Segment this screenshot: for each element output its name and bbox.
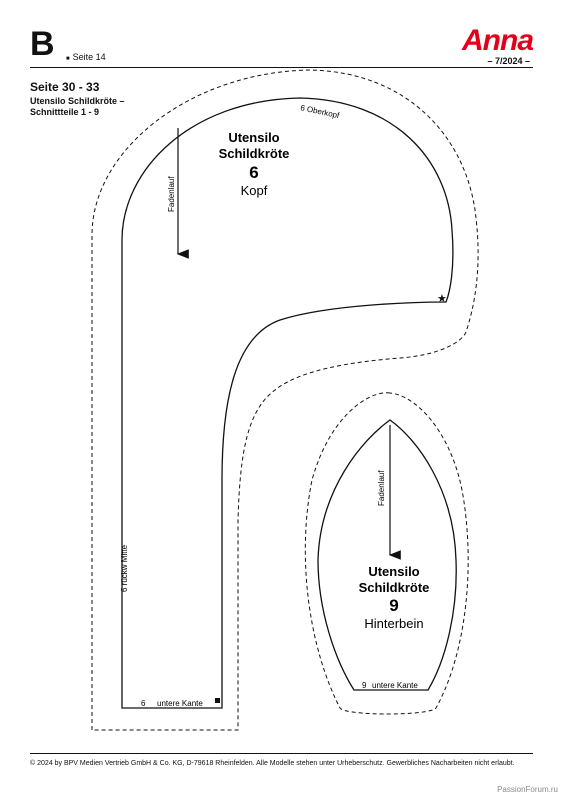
piece9-seam-allowance xyxy=(304,392,469,715)
header-divider xyxy=(30,67,533,68)
piece9-bottom-edge-number: 9 xyxy=(362,681,367,690)
piece6-grain-label: Fadenlauf xyxy=(167,176,176,212)
watermark: PassionForum.ru xyxy=(497,785,558,794)
bullet-icon: ■ xyxy=(66,56,70,62)
piece9-outline xyxy=(317,419,457,691)
footer-divider xyxy=(30,753,533,754)
subtitle-line-1: Utensilo Schildkröte – xyxy=(30,96,125,106)
piece9-bottom-edge-text: untere Kante xyxy=(372,681,418,690)
copyright-notice: © 2024 by BPV Medien Vertrieb GmbH & Co.… xyxy=(30,760,515,767)
corner-square-marker xyxy=(215,698,220,703)
piece6-outline xyxy=(121,97,454,709)
anna-logo: Anna xyxy=(462,24,534,57)
piece9-name-line-2: Schildkröte xyxy=(359,580,430,595)
piece6-side-edge-label: 6 rückw Mitte xyxy=(120,544,129,592)
page-subtitle: Utensilo Schildkröte – Schnittteile 1 - … xyxy=(30,96,170,118)
piece6-part-name: Kopf xyxy=(241,183,268,198)
piece6-name-line-2: Schildkröte xyxy=(219,146,290,161)
issue-number: – 7/2024 – xyxy=(487,56,530,66)
piece6-number: 6 xyxy=(249,163,258,182)
piece6-name-line-1: Utensilo xyxy=(228,130,279,145)
page-label-text: Seite 14 xyxy=(72,52,106,62)
piece6-top-edge-label: 6 Oberkopf xyxy=(300,103,341,120)
subtitle-line-2: Schnittteile 1 - 9 xyxy=(30,107,100,117)
piece9-name-line-1: Utensilo xyxy=(368,564,419,579)
piece6-bottom-edge-text: untere Kante xyxy=(157,699,203,708)
page-title: Seite 30 - 33 xyxy=(30,80,100,94)
piece9-part-name: Hinterbein xyxy=(364,616,423,631)
section-letter: B xyxy=(30,25,55,63)
piece6-seam-allowance xyxy=(91,69,479,731)
page-label: ■Seite 14 xyxy=(66,52,106,62)
star-icon: ★ xyxy=(437,293,447,305)
piece9-grain-label: Fadenlauf xyxy=(377,470,386,506)
piece9-number: 9 xyxy=(389,596,398,615)
piece9-title-block: Utensilo Schildkröte 9 Hinterbein xyxy=(359,564,430,631)
piece6-bottom-edge-number: 6 xyxy=(141,699,146,708)
piece6-title-block: Utensilo Schildkröte 6 Kopf xyxy=(219,130,290,198)
